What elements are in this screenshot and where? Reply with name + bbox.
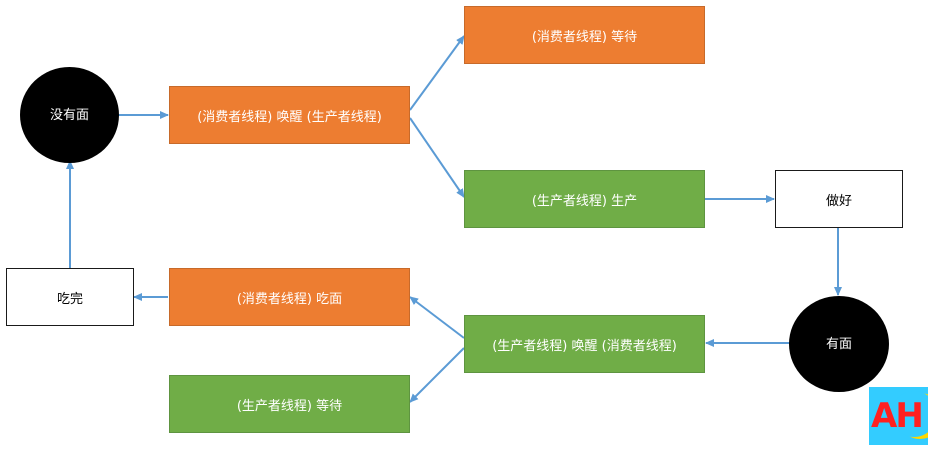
node-has-noodles: 有面 xyxy=(789,296,889,392)
node-producer-produces: (生产者线程) 生产 xyxy=(464,170,705,228)
node-consumer-eats-label: (消费者线程) 吃面 xyxy=(236,291,343,307)
node-done: 做好 xyxy=(775,170,903,228)
node-done-label: 做好 xyxy=(825,193,852,209)
node-finished-eating: 吃完 xyxy=(6,268,134,326)
node-producer-waits: (生产者线程) 等待 xyxy=(169,375,410,433)
node-consumer-eats: (消费者线程) 吃面 xyxy=(169,268,410,326)
arrow-wake-producer-to-consumer-waits xyxy=(409,35,465,111)
node-consumer-waits: (消费者线程) 等待 xyxy=(464,6,705,64)
node-consumer-wakes-producer: (消费者线程) 唤醒 (生产者线程) xyxy=(169,86,410,144)
node-no-noodles-label: 没有面 xyxy=(49,107,89,123)
moon-cut-shape xyxy=(891,391,928,437)
node-producer-produces-label: (生产者线程) 生产 xyxy=(531,193,638,209)
node-producer-waits-label: (生产者线程) 等待 xyxy=(236,398,343,414)
node-has-noodles-label: 有面 xyxy=(825,336,852,352)
arrow-wake-consumer-to-producer-waits xyxy=(409,347,465,403)
arrow-wake-consumer-to-eat xyxy=(409,296,465,339)
watermark-logo: AH xyxy=(869,387,928,445)
node-producer-wakes-consumer-label: (生产者线程) 唤醒 (消费者线程) xyxy=(492,338,677,354)
node-producer-wakes-consumer: (生产者线程) 唤醒 (消费者线程) xyxy=(464,315,705,373)
arrow-wake-producer-to-produce xyxy=(409,117,465,198)
node-consumer-waits-label: (消费者线程) 等待 xyxy=(531,29,638,45)
node-consumer-wakes-producer-label: (消费者线程) 唤醒 (生产者线程) xyxy=(197,109,382,125)
node-no-noodles: 没有面 xyxy=(20,67,119,163)
logo-text: AH xyxy=(871,396,924,436)
node-finished-eating-label: 吃完 xyxy=(56,291,83,307)
